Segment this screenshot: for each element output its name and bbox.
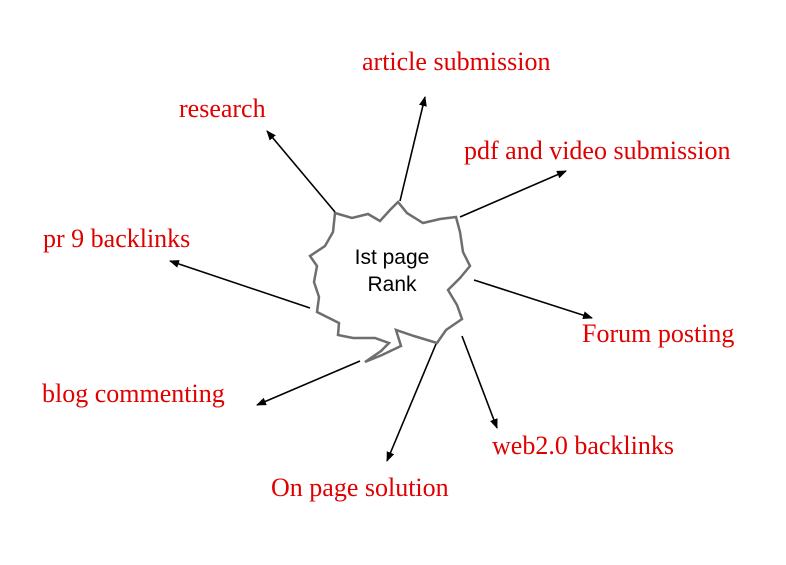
node-label-blog-commenting: blog commenting bbox=[42, 379, 225, 408]
arrow-pdf-video-submission bbox=[459, 170, 567, 218]
arrow-on-page-solution bbox=[386, 343, 437, 462]
arrow-web20-backlinks bbox=[461, 335, 498, 429]
arrow-blog-commenting bbox=[256, 360, 361, 406]
node-label-article-submission: article submission bbox=[362, 47, 551, 76]
center-label-line1: Ist page bbox=[354, 246, 430, 269]
arrow-research bbox=[266, 130, 336, 213]
center-burst-shape bbox=[308, 200, 472, 364]
center-label-line2: Rank bbox=[367, 273, 417, 296]
center-label: Ist page Rank bbox=[327, 244, 457, 298]
node-label-pr9-backlinks: pr 9 backlinks bbox=[43, 224, 191, 253]
node-label-pdf-video-submission: pdf and video submission bbox=[464, 136, 731, 165]
node-label-forum-posting: Forum posting bbox=[582, 319, 735, 348]
arrow-forum-posting bbox=[473, 279, 593, 320]
node-label-on-page-solution: On page solution bbox=[271, 473, 449, 502]
arrow-pr9-backlinks bbox=[169, 260, 311, 309]
node-label-web20-backlinks: web2.0 backlinks bbox=[492, 431, 674, 460]
arrow-article-submission bbox=[399, 96, 427, 202]
node-label-research: research bbox=[179, 94, 266, 123]
